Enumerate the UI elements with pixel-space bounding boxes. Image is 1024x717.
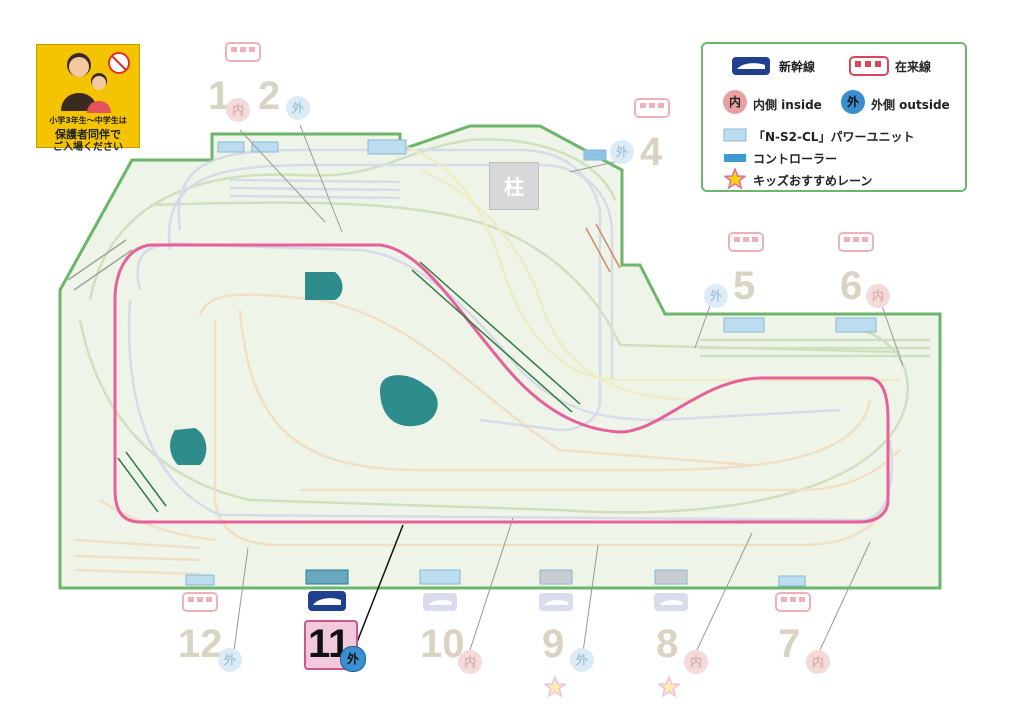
lane-4-side-badge: 外 — [610, 140, 634, 164]
lane-8-shinkansen-icon — [654, 593, 688, 611]
lane-5-side-badge: 外 — [704, 284, 728, 308]
lane-8-number[interactable]: 8 — [656, 622, 679, 666]
lane-12-side-badge: 外 — [218, 648, 242, 672]
lane-1-number[interactable]: 1 — [208, 74, 231, 118]
pillar: 柱 — [489, 162, 539, 210]
lane-12-zairaisen-icon — [182, 592, 218, 612]
lane-9-number[interactable]: 9 — [542, 622, 565, 666]
parent-child-icon — [61, 52, 130, 113]
lane-1-zairaisen-icon — [225, 42, 261, 62]
legend: 新幹線 在来線 内 内側 inside 外 外側 outside 「N-S2-C… — [701, 42, 967, 192]
star-icon — [724, 168, 746, 190]
lane-8-side-badge: 内 — [684, 650, 708, 674]
lane-5-number[interactable]: 5 — [733, 264, 756, 308]
lane-7-number[interactable]: 7 — [778, 622, 801, 666]
lane-6-zairaisen-icon — [838, 232, 874, 252]
lane-11-side-badge: 外 — [340, 646, 366, 672]
legend-shinkansen-label: 新幹線 — [779, 60, 816, 74]
power-unit-icon — [723, 128, 747, 142]
pale-tracks — [74, 138, 930, 576]
lane-11-track — [113, 243, 890, 524]
lane-4-number[interactable]: 4 — [640, 130, 663, 174]
outside-badge: 外 — [841, 90, 865, 114]
inside-badge: 内 — [723, 90, 747, 114]
controller-icon — [724, 154, 746, 162]
lane-11-shinkansen-icon — [308, 591, 346, 611]
sign-text-line1: 小学3年生～中学生は — [49, 116, 127, 125]
legend-kids-label: キッズおすすめレーン — [753, 174, 873, 188]
lane-7-side-badge: 内 — [806, 650, 830, 674]
safety-sign: 小学3年生～中学生は 保護者同伴で ご入場ください — [36, 44, 140, 153]
lane-4-zairaisen-icon — [634, 98, 670, 118]
lane-7-zairaisen-icon — [775, 592, 811, 612]
sign-text-line2: 保護者同伴で — [55, 128, 121, 141]
zairaisen-icon — [849, 56, 889, 76]
legend-power-unit-label: 「N-S2-CL」パワーユニット — [753, 130, 915, 144]
sign-text-line3: ご入場ください — [53, 142, 123, 153]
lane-9-shinkansen-icon — [539, 593, 573, 611]
lane-1-side-badge: 内 — [226, 98, 250, 122]
lane-10-number[interactable]: 10 — [420, 622, 465, 666]
lane-2-side-badge: 外 — [286, 96, 310, 120]
lane-9-side-badge: 外 — [570, 648, 594, 672]
legend-outside-label: 外側 outside — [871, 98, 950, 112]
ponds — [170, 272, 438, 465]
lane-9-kids-star-icon — [544, 676, 566, 698]
leader-lines — [233, 124, 904, 661]
bridges — [67, 223, 621, 513]
lane-2-number[interactable]: 2 — [258, 74, 281, 118]
power-units — [185, 139, 877, 587]
legend-inside-label: 内側 inside — [753, 98, 822, 112]
lane-6-side-badge: 内 — [866, 284, 890, 308]
lane-10-shinkansen-icon — [423, 593, 457, 611]
shinkansen-icon — [732, 57, 770, 75]
lane-8-kids-star-icon — [658, 676, 680, 698]
lane-12-number[interactable]: 12 — [178, 622, 223, 666]
layout-board — [58, 124, 942, 590]
legend-zairaisen-label: 在来線 — [895, 60, 932, 74]
lane-5-zairaisen-icon — [728, 232, 764, 252]
lane-6-number[interactable]: 6 — [840, 264, 863, 308]
legend-controller-label: コントローラー — [753, 152, 838, 166]
lane-10-side-badge: 内 — [458, 650, 482, 674]
